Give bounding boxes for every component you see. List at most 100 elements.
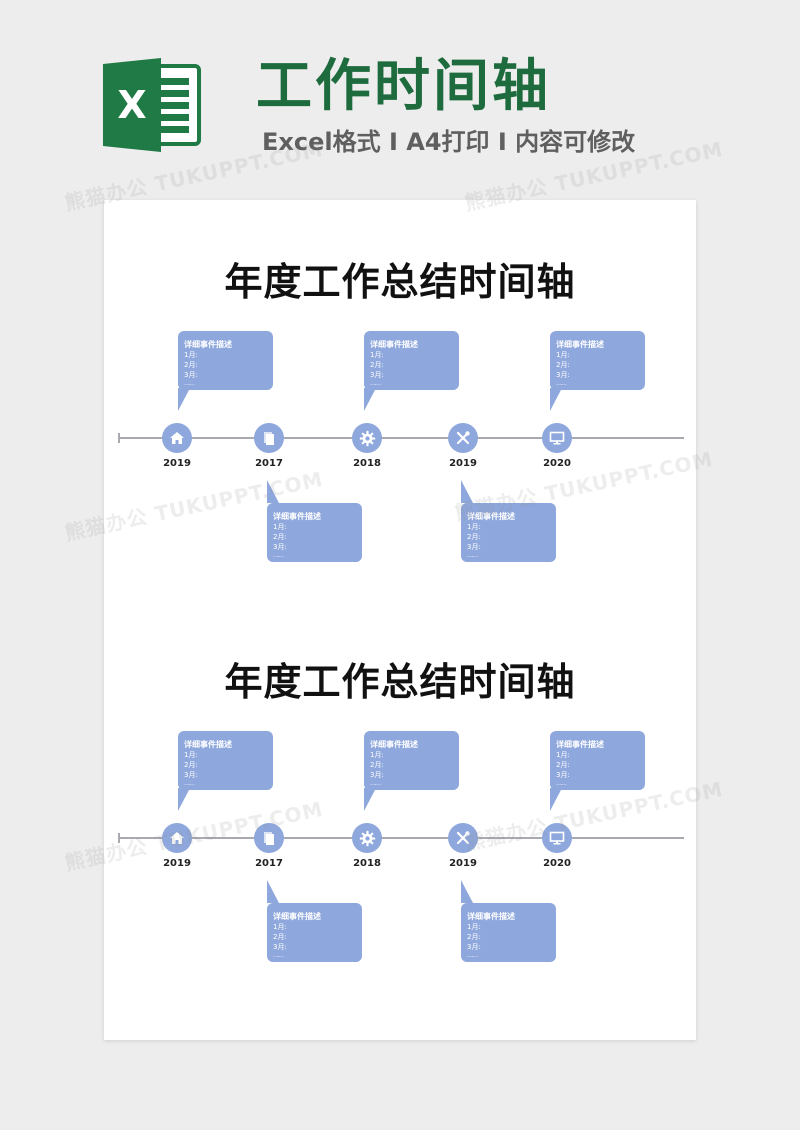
callout-heading: 详细事件描述 bbox=[556, 740, 604, 749]
timeline-node bbox=[448, 823, 478, 853]
document-paper: 年度工作总结时间轴 2019 2017 2018 2019 2020 详细事件描述 1月: 2月… bbox=[104, 200, 696, 1040]
logo-letter: X bbox=[117, 83, 146, 127]
timeline-node bbox=[352, 423, 382, 453]
node-year-label: 2019 bbox=[449, 458, 477, 469]
gear-icon bbox=[359, 830, 376, 847]
timeline-node bbox=[254, 823, 284, 853]
callout-line: 2月: bbox=[184, 761, 198, 769]
callout-line: 1月: bbox=[467, 523, 481, 531]
callout-ellipsis: …… bbox=[467, 952, 478, 959]
excel-icon: X bbox=[103, 58, 201, 152]
event-callout: 详细事件描述 1月: 2月: 3月:…… bbox=[550, 731, 645, 811]
callout-ellipsis: …… bbox=[273, 952, 284, 959]
callout-line: 1月: bbox=[273, 923, 287, 931]
callout-line: 3月: bbox=[273, 943, 287, 951]
callout-line: 3月: bbox=[467, 543, 481, 551]
timeline-node bbox=[254, 423, 284, 453]
node-year-label: 2018 bbox=[353, 458, 381, 469]
timeline-node bbox=[448, 423, 478, 453]
callout-line: 2月: bbox=[273, 933, 287, 941]
callout-line: 2月: bbox=[273, 533, 287, 541]
documents-icon bbox=[261, 430, 277, 446]
callout-line: 1月: bbox=[556, 351, 570, 359]
callout-line: 2月: bbox=[556, 361, 570, 369]
timeline-node bbox=[162, 823, 192, 853]
node-year-label: 2019 bbox=[449, 858, 477, 869]
home-icon bbox=[169, 830, 185, 846]
callout-heading: 详细事件描述 bbox=[467, 512, 515, 521]
monitor-icon bbox=[549, 830, 565, 846]
node-year-label: 2018 bbox=[353, 858, 381, 869]
callout-line: 1月: bbox=[273, 523, 287, 531]
monitor-icon bbox=[549, 430, 565, 446]
section-title: 年度工作总结时间轴 bbox=[224, 660, 576, 704]
event-callout: 详细事件描述 1月: 2月: 3月:…… bbox=[364, 731, 459, 811]
documents-icon bbox=[261, 830, 277, 846]
timeline-section: 年度工作总结时间轴 2019 2017 2018 2019 2020 详细事件描述 1月: 2月… bbox=[104, 600, 696, 962]
callout-line: 2月: bbox=[370, 361, 384, 369]
callout-heading: 详细事件描述 bbox=[273, 912, 321, 921]
callout-line: 2月: bbox=[556, 761, 570, 769]
callout-line: 2月: bbox=[467, 933, 481, 941]
timeline-node bbox=[352, 823, 382, 853]
callout-line: 1月: bbox=[184, 351, 198, 359]
callout-heading: 详细事件描述 bbox=[370, 340, 418, 349]
node-year-label: 2020 bbox=[543, 858, 571, 869]
callout-line: 1月: bbox=[370, 351, 384, 359]
timeline-node bbox=[542, 823, 572, 853]
node-year-label: 2017 bbox=[255, 858, 283, 869]
callout-ellipsis: …… bbox=[556, 380, 567, 387]
callout-ellipsis: …… bbox=[370, 780, 381, 787]
callout-ellipsis: …… bbox=[184, 380, 195, 387]
event-callout: 详细事件描述 1月: 2月: 3月:…… bbox=[550, 331, 645, 411]
callout-line: 3月: bbox=[556, 371, 570, 379]
callout-line: 3月: bbox=[184, 371, 198, 379]
timeline-axis bbox=[118, 437, 684, 439]
callout-line: 3月: bbox=[556, 771, 570, 779]
callout-ellipsis: …… bbox=[370, 380, 381, 387]
node-year-label: 2019 bbox=[163, 858, 191, 869]
callout-line: 2月: bbox=[184, 361, 198, 369]
event-callout: 详细事件描述 1月: 2月: 3月:…… bbox=[267, 480, 362, 562]
event-callout: 详细事件描述 1月: 2月: 3月:…… bbox=[267, 880, 362, 962]
callout-ellipsis: …… bbox=[184, 780, 195, 787]
callout-ellipsis: …… bbox=[556, 780, 567, 787]
tools-icon bbox=[455, 430, 471, 446]
callout-line: 3月: bbox=[370, 771, 384, 779]
node-year-label: 2019 bbox=[163, 458, 191, 469]
callout-line: 1月: bbox=[467, 923, 481, 931]
timeline-node bbox=[542, 423, 572, 453]
event-callout: 详细事件描述 1月: 2月: 3月:…… bbox=[178, 731, 273, 811]
callout-heading: 详细事件描述 bbox=[273, 512, 321, 521]
callout-heading: 详细事件描述 bbox=[556, 340, 604, 349]
gear-icon bbox=[359, 430, 376, 447]
node-year-label: 2020 bbox=[543, 458, 571, 469]
callout-line: 1月: bbox=[556, 751, 570, 759]
event-callout: 详细事件描述 1月: 2月: 3月:…… bbox=[364, 331, 459, 411]
event-callout: 详细事件描述 1月: 2月: 3月:…… bbox=[461, 480, 556, 562]
event-callout: 详细事件描述 1月: 2月: 3月:…… bbox=[461, 880, 556, 962]
section-title: 年度工作总结时间轴 bbox=[224, 260, 576, 304]
callout-heading: 详细事件描述 bbox=[184, 340, 232, 349]
node-year-label: 2017 bbox=[255, 458, 283, 469]
home-icon bbox=[169, 430, 185, 446]
callout-line: 2月: bbox=[467, 533, 481, 541]
page-title: 工作时间轴 bbox=[256, 54, 551, 119]
callout-line: 1月: bbox=[184, 751, 198, 759]
timeline-node bbox=[162, 423, 192, 453]
timeline-axis bbox=[118, 837, 684, 839]
callout-line: 3月: bbox=[184, 771, 198, 779]
timeline-section: 年度工作总结时间轴 2019 2017 2018 2019 2020 详细事件描述 1月: 2月… bbox=[104, 200, 696, 562]
callout-line: 3月: bbox=[370, 371, 384, 379]
page-subtitle: Excel格式 I A4打印 I 内容可修改 bbox=[262, 128, 636, 156]
callout-ellipsis: …… bbox=[273, 552, 284, 559]
callout-line: 3月: bbox=[273, 543, 287, 551]
callout-line: 2月: bbox=[370, 761, 384, 769]
callout-heading: 详细事件描述 bbox=[467, 912, 515, 921]
callout-line: 3月: bbox=[467, 943, 481, 951]
tools-icon bbox=[455, 830, 471, 846]
callout-heading: 详细事件描述 bbox=[370, 740, 418, 749]
callout-heading: 详细事件描述 bbox=[184, 740, 232, 749]
callout-line: 1月: bbox=[370, 751, 384, 759]
callout-ellipsis: …… bbox=[467, 552, 478, 559]
